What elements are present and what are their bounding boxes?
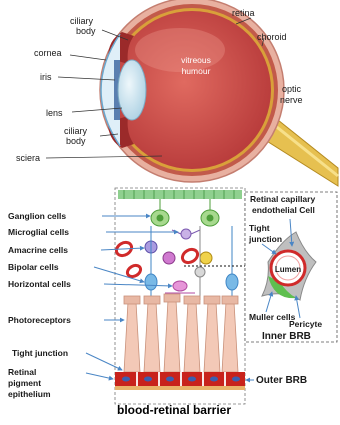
label-vitreous-2: humour bbox=[182, 66, 211, 76]
label-ciliary-body-top-1: ciliary bbox=[70, 16, 94, 26]
caption-blood-retinal-barrier: blood-retinal barrier bbox=[117, 403, 231, 417]
label-tight-junction-inset-2: junction bbox=[248, 234, 282, 244]
label-amacrine-cells: Amacrine cells bbox=[8, 245, 68, 255]
label-cornea: cornea bbox=[34, 48, 62, 58]
label-microglial-cells: Microglial cells bbox=[8, 227, 69, 237]
label-pericyte: Pericyte bbox=[289, 319, 322, 329]
label-photoreceptors: Photoreceptors bbox=[8, 315, 71, 325]
horizontal-cells bbox=[165, 281, 195, 293]
label-optic-nerve-1: optic bbox=[282, 84, 302, 94]
label-lumen: Lumen bbox=[275, 265, 301, 274]
label-rpe-1: Retinal bbox=[8, 367, 36, 377]
label-outer-brb: Outer BRB bbox=[256, 375, 307, 386]
label-capillary-1: Retinal capillary bbox=[250, 194, 315, 204]
brb-diagram: Ganglion cells Microglial cells Amacrine… bbox=[8, 188, 337, 417]
inner-brb-inset: Lumen Retinal capillary endothelial Cell… bbox=[245, 192, 337, 342]
label-vitreous-1: vitreous bbox=[181, 55, 211, 65]
label-ciliary-body-bottom-2: body bbox=[66, 136, 86, 146]
nerve-fiber-layer bbox=[118, 190, 242, 199]
lens bbox=[118, 60, 146, 120]
eye-diagram: ciliary body retina cornea choroid iris … bbox=[16, 0, 338, 186]
label-bipolar-cells: Bipolar cells bbox=[8, 262, 59, 272]
photoreceptors bbox=[124, 300, 238, 372]
label-rpe-3: epithelium bbox=[8, 389, 51, 399]
ganglion-cells bbox=[151, 199, 219, 226]
label-ciliary-body-top-2: body bbox=[76, 26, 96, 36]
label-tight-junction-inset-1: Tight bbox=[249, 223, 270, 233]
amacrine-cells bbox=[145, 241, 212, 264]
label-rpe-2: pigment bbox=[8, 378, 41, 388]
label-iris: iris bbox=[40, 72, 52, 82]
label-ganglion-cells: Ganglion cells bbox=[8, 211, 66, 221]
label-tight-junction: Tight junction bbox=[12, 348, 68, 358]
label-choroid: choroid bbox=[257, 32, 287, 42]
microglial-cell bbox=[172, 229, 200, 239]
label-retina: retina bbox=[232, 8, 255, 18]
label-inner-brb: Inner BRB bbox=[262, 331, 311, 342]
label-sciera: sciera bbox=[16, 153, 40, 163]
label-capillary-2: endothelial Cell bbox=[252, 205, 315, 215]
label-horizontal-cells: Horizontal cells bbox=[8, 279, 71, 289]
label-optic-nerve-2: nerve bbox=[280, 95, 303, 105]
label-lens: lens bbox=[46, 108, 63, 118]
label-ciliary-body-bottom-1: ciliary bbox=[64, 126, 88, 136]
